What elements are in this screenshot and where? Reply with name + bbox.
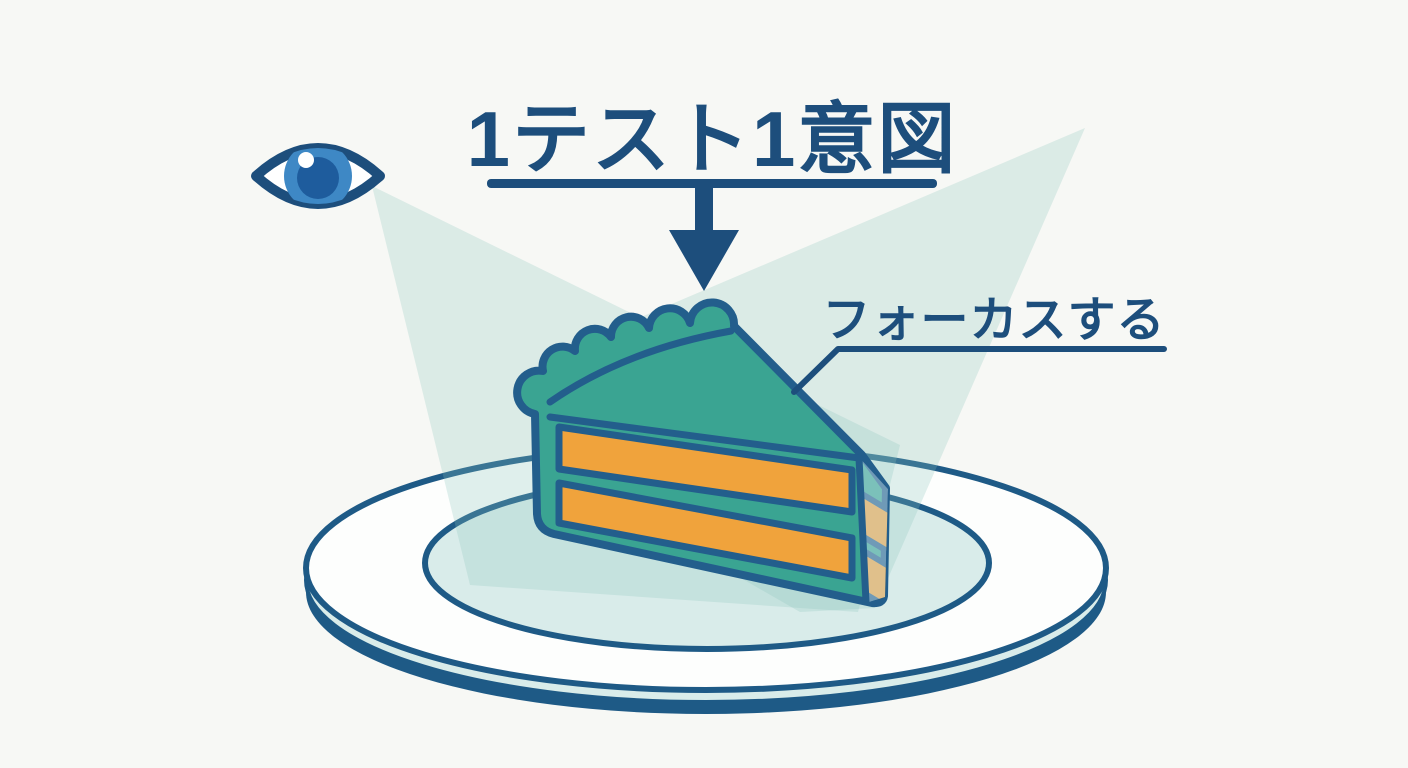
focus-label-block: フォーカスする (791, 294, 1167, 395)
filling-stripe-top (555, 423, 856, 516)
focus-label: フォーカスする (822, 294, 1165, 347)
down-arrow-icon (669, 188, 739, 291)
eye-highlight (298, 152, 314, 168)
focus-leader-line (791, 346, 1167, 395)
eye-icon (251, 143, 385, 209)
end-face-divider-line (855, 454, 870, 606)
page-title: 1テスト1意図 (467, 95, 958, 183)
crust-inner-line (546, 327, 735, 406)
cake-slice (513, 298, 890, 608)
filling-stripe-bottom (555, 479, 856, 582)
top-face-ridge-line (546, 413, 863, 462)
title-underline (487, 179, 937, 188)
title-block: 1テスト1意図 (467, 95, 958, 291)
